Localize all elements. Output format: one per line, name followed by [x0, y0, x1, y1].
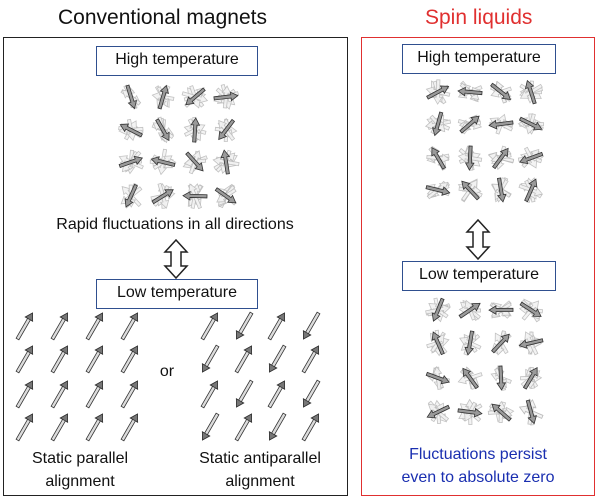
- fluctuating-spin-icon-right-high-15: [518, 177, 544, 203]
- spin-arrow-icon-parallel-2: [84, 311, 106, 341]
- fluctuating-spin-icon-left-13: [150, 183, 175, 210]
- fluctuating-spin-icon-right-high-9: [457, 145, 482, 170]
- spin-arrow-icon-parallel-0: [14, 311, 36, 341]
- fluctuating-spin-icon-left-5: [151, 116, 175, 143]
- fluctuating-spin-icon-right-high-1: [457, 80, 483, 105]
- fluctuating-spin-icon-right-low-1: [457, 298, 482, 322]
- fluctuating-spin-icon-right-high-3: [518, 79, 543, 104]
- fluctuating-spin-icon-right-high-2: [489, 80, 513, 104]
- fluctuating-spin-icon-left-2: [181, 85, 208, 110]
- fluctuating-spin-icon-right-high-13: [457, 177, 484, 203]
- fluctuating-spin-icon-left-12: [119, 183, 144, 210]
- right-double-arrow-icon: [467, 220, 489, 259]
- fluctuating-spin-icon-right-low-12: [425, 399, 450, 424]
- spin-arrow-icon-parallel-4: [14, 344, 36, 374]
- fluctuating-spin-icon-left-14: [183, 182, 207, 209]
- fluctuating-spin-icon-right-low-8: [425, 366, 450, 390]
- fluctuating-spin-icon-left-11: [213, 149, 240, 174]
- spin-arrow-icon-antiparallel-3: [300, 311, 322, 341]
- spin-arrow-icon-parallel-9: [49, 379, 71, 409]
- spin-arrow-icon-parallel-14: [84, 412, 106, 442]
- fluctuating-spin-icon-right-high-5: [458, 113, 483, 136]
- fluctuating-spin-icon-right-low-3: [519, 297, 544, 323]
- fluctuating-spin-icon-right-high-12: [425, 179, 451, 201]
- fluctuating-spin-icon-right-high-7: [518, 113, 545, 135]
- fluctuating-spin-icon-right-low-4: [426, 330, 450, 356]
- fluctuating-spin-icon-left-4: [118, 119, 144, 141]
- spin-arrow-icon-antiparallel-4: [199, 344, 221, 374]
- fluctuating-spin-icon-left-1: [152, 84, 175, 109]
- fluctuating-spin-icon-right-low-5: [458, 330, 482, 356]
- fluctuating-spin-icon-right-low-6: [489, 330, 513, 356]
- spin-arrow-icon-antiparallel-9: [233, 379, 255, 409]
- fluctuating-spin-icon-right-low-0: [425, 297, 451, 322]
- spin-arrow-icon-antiparallel-14: [266, 412, 288, 442]
- spin-arrow-icon-antiparallel-7: [300, 344, 322, 374]
- fluctuating-spin-icon-right-high-6: [488, 113, 514, 135]
- spin-arrow-icon-parallel-5: [49, 344, 71, 374]
- fluctuating-spin-icon-right-high-4: [425, 111, 451, 136]
- spin-arrow-icon-antiparallel-0: [199, 311, 221, 341]
- spin-arrow-icon-parallel-11: [119, 379, 141, 409]
- spin-arrow-icon-antiparallel-15: [300, 412, 322, 442]
- fluctuating-spin-icon-right-high-14: [490, 177, 513, 204]
- left-double-arrow-icon: [165, 240, 187, 278]
- spin-arrow-icon-parallel-3: [119, 311, 141, 341]
- spin-arrow-icon-parallel-10: [84, 379, 106, 409]
- fluctuating-spin-icon-left-10: [182, 149, 209, 174]
- spin-arrow-icon-antiparallel-13: [233, 412, 255, 442]
- spin-arrow-icon-parallel-1: [49, 311, 71, 341]
- spin-arrow-icon-antiparallel-12: [199, 412, 221, 442]
- spin-arrow-icon-parallel-8: [14, 379, 36, 409]
- spin-arrow-icon-parallel-13: [49, 412, 71, 442]
- fluctuating-spin-icon-left-6: [183, 117, 206, 143]
- spin-arrow-icon-antiparallel-2: [266, 311, 288, 341]
- spin-arrow-icon-parallel-7: [119, 344, 141, 374]
- fluctuating-spin-icon-right-low-2: [489, 299, 513, 321]
- fluctuating-spin-icon-right-low-9: [457, 366, 483, 390]
- fluctuating-spin-icon-right-high-11: [518, 146, 544, 170]
- fluctuating-spin-icon-left-15: [214, 183, 238, 209]
- fluctuating-spin-icon-right-low-14: [488, 401, 514, 423]
- fluctuating-spin-icon-left-0: [120, 84, 143, 110]
- fluctuating-spin-icon-right-high-10: [488, 145, 515, 170]
- spin-arrow-icon-parallel-15: [119, 412, 141, 442]
- spin-arrow-icon-antiparallel-11: [300, 379, 322, 409]
- spin-arrow-icon-parallel-6: [84, 344, 106, 374]
- spin-arrow-icon-antiparallel-1: [233, 311, 255, 341]
- fluctuating-spin-icon-left-9: [150, 149, 176, 175]
- fluctuating-spin-icon-right-high-0: [425, 79, 450, 105]
- spin-arrow-icon-antiparallel-10: [266, 379, 288, 409]
- fluctuating-spin-icon-right-low-13: [457, 399, 484, 424]
- fluctuating-spin-icon-left-8: [118, 150, 145, 175]
- fluctuating-spin-icon-right-low-11: [520, 366, 543, 391]
- fluctuating-spin-icon-left-7: [215, 118, 237, 142]
- spin-arrow-icon-antiparallel-8: [199, 379, 221, 409]
- fluctuating-spin-icon-left-3: [213, 84, 240, 110]
- spin-arrow-icon-parallel-12: [14, 412, 36, 442]
- fluctuating-spin-icon-right-high-8: [426, 145, 449, 172]
- fluctuating-spin-icon-right-low-7: [518, 330, 543, 356]
- fluctuating-spin-icon-right-low-15: [518, 399, 544, 426]
- fluctuating-spin-icon-right-low-10: [490, 365, 513, 391]
- spin-arrow-icon-antiparallel-5: [233, 344, 255, 374]
- spin-arrow-icon-antiparallel-6: [266, 344, 288, 374]
